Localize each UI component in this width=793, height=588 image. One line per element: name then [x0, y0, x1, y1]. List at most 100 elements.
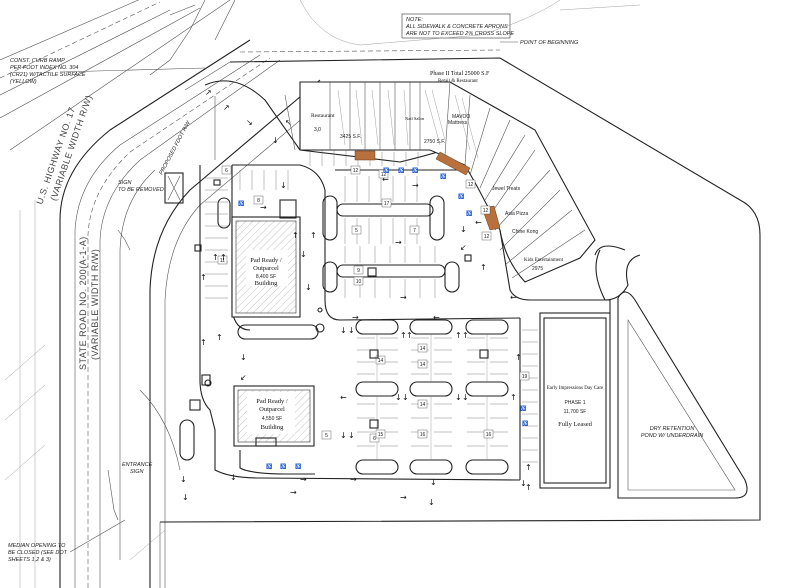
sign-note-line: TO BE REMOVED: [118, 187, 164, 193]
traffic-arrows: ↗↗↘ ↖↓↑ ↑↑↑ ↑↓↙ ↓↓↓ ↓↓↓ ←↓↓ ↓↓↑ ↑↑↑ ↑↑↑ …: [180, 88, 532, 507]
ada-symbols: ♿♿♿ ♿♿♿ ♿♿♿ ♿♿ ♿: [238, 167, 528, 470]
svg-text:↑: ↑: [480, 263, 487, 272]
mid-unit-sf: 3425 S.F.: [340, 134, 361, 140]
stall-count-box: [375, 355, 386, 365]
svg-text:↓: ↓: [460, 225, 467, 234]
stall-count: 5: [325, 433, 328, 439]
stall-count: 8: [257, 198, 260, 204]
stall-count-box: [417, 429, 428, 439]
svg-text:↓: ↓: [348, 431, 355, 440]
sidewalk-note-line: NOTE:: [406, 17, 423, 23]
property-boundary: [159, 0, 761, 588]
stall-count: 14: [420, 346, 426, 352]
curb-ramp-note-line: PER FOOT INDEX NO. 304: [10, 65, 78, 71]
svg-text:↓: ↓: [272, 136, 279, 145]
stall-count: 12: [483, 208, 489, 214]
stall-count-box: [481, 231, 492, 241]
phase2-strip: Phase II Total 25000 S.F Retail & Restau…: [299, 71, 596, 283]
sr200-label: STATE ROAD NO. 200(A-1-A) (VARIABLE WIDT…: [78, 236, 100, 370]
tenant-chine: Chine Kong: [512, 229, 538, 235]
retention-pond: DRY RETENTION POND W/ UNDERDRAIN: [594, 245, 748, 499]
svg-text:↑: ↑: [515, 353, 522, 362]
stall-count: 12: [353, 168, 359, 174]
stall-count: 11: [220, 258, 225, 264]
svg-text:↑: ↑: [406, 331, 413, 340]
svg-text:♿: ♿: [295, 463, 301, 470]
stall-count-box: [417, 343, 428, 353]
phase1-status: Fully Leased: [558, 421, 593, 428]
svg-text:↓: ↓: [348, 326, 355, 335]
svg-text:↓: ↓: [340, 431, 347, 440]
svg-text:↑: ↑: [200, 273, 207, 282]
svg-text:↑: ↑: [212, 253, 219, 262]
svg-text:→: →: [412, 181, 419, 190]
stall-count: 5: [355, 228, 358, 234]
svg-text:↗: ↗: [223, 103, 230, 112]
svg-text:↓: ↓: [402, 393, 409, 402]
entrance-note-line: ENTRANCE: [122, 462, 153, 468]
svg-text:↓: ↓: [305, 283, 312, 292]
stall-count: 19: [522, 374, 528, 380]
road-name-sr200: STATE ROAD NO. 200(A-1-A): [78, 236, 88, 370]
pad2-sf: 4,550 SF: [262, 416, 282, 422]
phase2-subtitle: Retail & Restaurant: [438, 79, 478, 84]
pad1-title-line: Outparcel: [253, 265, 279, 272]
svg-text:→: →: [352, 313, 359, 322]
svg-text:↑: ↑: [400, 331, 407, 340]
svg-text:♿: ♿: [522, 420, 528, 427]
svg-text:↑: ↑: [200, 338, 207, 347]
pad1-label: Building: [255, 280, 279, 287]
svg-text:↓: ↓: [428, 498, 435, 507]
svg-text:↓: ↓: [230, 473, 237, 482]
svg-text:↑: ↑: [220, 253, 227, 262]
svg-text:↑: ↑: [310, 231, 317, 240]
svg-text:↑: ↑: [510, 393, 517, 402]
svg-text:→: →: [290, 488, 297, 497]
stall-count: 14: [378, 358, 384, 364]
svg-text:→: →: [400, 493, 407, 502]
curb-ramp-note-line: (CR21) W/TACTILE SURFACE: [10, 72, 86, 78]
stall-count: 6: [373, 436, 376, 442]
svg-text:♿: ♿: [466, 210, 472, 217]
stall-count-box: [217, 255, 228, 265]
proposed-row-label: PROPOSED FDOT R/W: [158, 120, 192, 176]
svg-text:↑: ↑: [455, 331, 462, 340]
svg-text:←: ←: [382, 175, 389, 184]
svg-text:♿: ♿: [412, 167, 418, 174]
svg-text:↘: ↘: [246, 118, 253, 127]
kids-sf: 2975: [532, 266, 543, 272]
stall-count-box: [353, 276, 364, 286]
curb-ramp-note-line: CONST. CURB RAMP: [10, 58, 65, 64]
svg-text:↓: ↓: [180, 475, 187, 484]
tenant-jewel: Jewel Treats: [492, 186, 521, 192]
phase1-building: Early Impressions Day Care PHASE 1 11,70…: [530, 299, 611, 489]
svg-text:→: →: [400, 293, 407, 302]
svg-text:↙: ↙: [240, 373, 247, 382]
svg-text:♿: ♿: [383, 167, 389, 174]
stall-count-box: [417, 399, 428, 409]
phase1-tenant: Early Impressions Day Care: [547, 386, 604, 391]
svg-text:→: →: [350, 475, 357, 484]
svg-text:←: ←: [510, 293, 517, 302]
stall-count-box: [465, 179, 476, 189]
anchor-name: MAVOO: [452, 114, 470, 120]
stall-count-box: [483, 429, 494, 439]
stall-count-box: [409, 225, 420, 235]
svg-text:♿: ♿: [520, 405, 526, 412]
site-details: [107, 172, 489, 521]
svg-text:↙: ↙: [460, 243, 467, 252]
unit-sf: 2750 S.F.: [424, 139, 445, 145]
stall-count: 10: [356, 279, 362, 285]
svg-text:↑: ↑: [525, 483, 532, 492]
stall-count: 12: [381, 172, 387, 178]
restaurant-sf: 3,0: [314, 127, 321, 133]
nail-salon-label: Nail Salon: [405, 116, 425, 121]
stall-count: 7: [413, 228, 416, 234]
pond-label-line: POND W/ UNDERDRAIN: [641, 433, 703, 439]
svg-text:♿: ♿: [458, 193, 464, 200]
median-note-line: SHEETS 1,2 & 3): [8, 557, 51, 563]
sidewalk-note-line: ALL SIDEWALK & CONCRETE APRONS: [405, 24, 508, 30]
